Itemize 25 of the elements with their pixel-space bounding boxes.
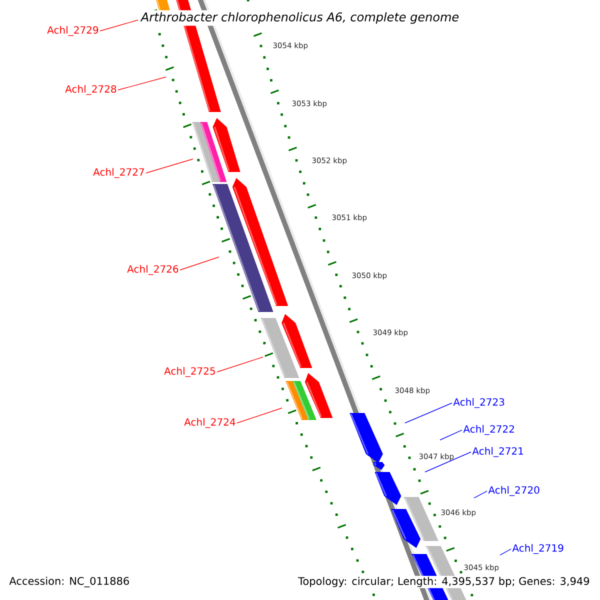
leader-line — [474, 490, 488, 498]
leader-line — [500, 548, 512, 556]
leader-line — [118, 76, 166, 90]
leader-line — [146, 158, 194, 174]
leader-line — [424, 452, 472, 472]
gene-label: Achl_2727 — [93, 168, 144, 178]
gene-label: Achl_2728 — [65, 85, 116, 95]
title: Arthrobacter chlorophenolicus A6, complete genome — [138, 10, 462, 26]
gene-label: Achl_2719 — [512, 544, 564, 554]
leader-line — [236, 408, 282, 424]
gene-label: Achl_2721 — [472, 447, 524, 457]
leader-line — [404, 402, 452, 424]
gene-label: Achl_2723 — [453, 398, 504, 408]
gene-label: Achl_2720 — [488, 486, 540, 496]
genome-info-text: Topology: circular; Length: 4,395,537 bp; Genes: 3,949 — [297, 576, 591, 588]
leader-line — [216, 356, 264, 372]
leader-line — [440, 430, 462, 440]
gene-label: Achl_2724 — [184, 418, 236, 428]
accession-text: Accession: NC_011886 — [8, 576, 131, 588]
gene-label: Achl_2726 — [127, 265, 178, 275]
gene-label: Achl_2725 — [164, 367, 215, 377]
leader-line — [100, 20, 138, 32]
gene-label: Achl_2729 — [47, 26, 98, 36]
gene-label: Achl_2722 — [463, 425, 514, 435]
leader-line — [180, 256, 220, 270]
